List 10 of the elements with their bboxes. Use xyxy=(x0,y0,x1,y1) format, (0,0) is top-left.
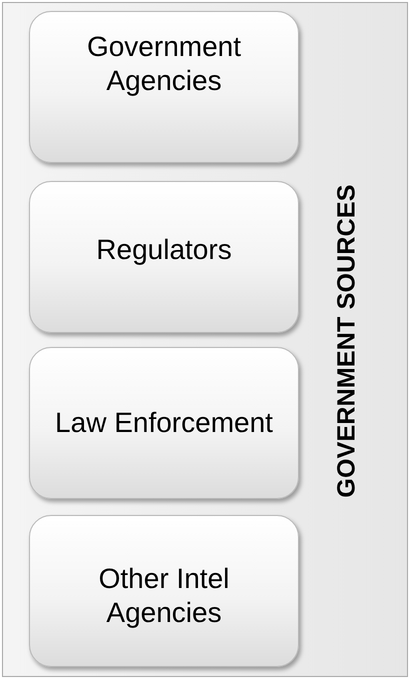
rounded-box xyxy=(29,181,299,333)
box-label: Government Agencies xyxy=(86,30,242,98)
box-label: Law Enforcement xyxy=(55,406,273,440)
rounded-box xyxy=(29,11,299,163)
rounded-box xyxy=(29,347,299,499)
vertical-title: GOVERNMENT SOURCES xyxy=(332,184,362,498)
rounded-box xyxy=(29,515,299,667)
panel-background xyxy=(2,2,408,677)
box-label: Regulators xyxy=(96,233,232,267)
box-label: Other Intel Agencies xyxy=(98,562,230,630)
